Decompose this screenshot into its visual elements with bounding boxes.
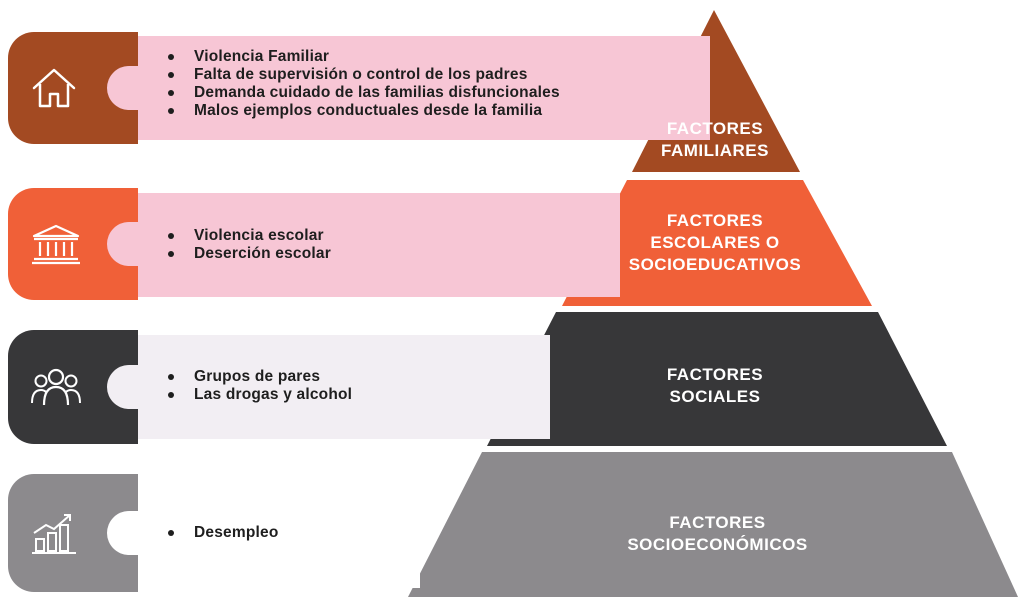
label-line: FACTORES: [666, 365, 764, 384]
pyramid-level-sociales: [487, 312, 947, 446]
tab-socioeconomicos: [8, 474, 139, 592]
familiares-list: Violencia Familiar Falta de supervisión …: [160, 48, 560, 120]
list-item: Las drogas y alcohol: [160, 386, 352, 404]
list-item: Demanda cuidado de las familias disfunci…: [160, 84, 560, 102]
list-item: Desempleo: [160, 524, 279, 542]
label-socioeconomicos: FACTORES SOCIOECONÓMICOS: [600, 512, 835, 556]
tab-familiares: [8, 32, 139, 144]
tab-notch: [107, 511, 139, 555]
list-item: Falta de supervisión o control de los pa…: [160, 66, 560, 84]
tab-notch: [107, 66, 139, 110]
band-socioeconomicos: Desempleo: [120, 478, 420, 588]
label-line: FACTORES: [669, 513, 766, 532]
tab-sociales: [8, 330, 139, 444]
band-sociales: Grupos de pares Las drogas y alcohol: [120, 335, 550, 439]
pyramid-level-socioeconomicos: [408, 452, 1018, 597]
sociales-list: Grupos de pares Las drogas y alcohol: [160, 368, 352, 404]
label-line: SOCIALES: [669, 387, 761, 406]
label-line: FACTORES: [666, 211, 764, 230]
socioeconomicos-list: Desempleo: [160, 524, 279, 542]
label-familiares: FACTORES FAMILIARES: [640, 118, 790, 162]
band-escolares: Violencia escolar Deserción escolar: [120, 193, 620, 297]
list-item: Grupos de pares: [160, 368, 352, 386]
growth-chart-icon: [32, 514, 76, 554]
label-sociales: FACTORES SOCIALES: [620, 364, 810, 408]
label-escolares: FACTORES ESCOLARES O SOCIOEDUCATIVOS: [600, 210, 830, 276]
school-building-icon: [32, 224, 80, 265]
label-line: SOCIOEDUCATIVOS: [628, 255, 802, 274]
pyramid-level-escolares: [562, 180, 872, 306]
label-line: FAMILIARES: [661, 141, 769, 160]
list-item: Malos ejemplos conductuales desde la fam…: [160, 102, 560, 120]
label-line: ESCOLARES O: [650, 233, 780, 252]
tab-notch: [107, 365, 139, 409]
label-line: FACTORES: [666, 119, 764, 138]
escolares-list: Violencia escolar Deserción escolar: [160, 227, 331, 263]
label-line: SOCIOECONÓMICOS: [627, 535, 808, 554]
tab-escolares: [8, 188, 139, 300]
list-item: Violencia Familiar: [160, 48, 560, 66]
list-item: Violencia escolar: [160, 227, 331, 245]
band-familiares: Violencia Familiar Falta de supervisión …: [120, 36, 710, 140]
tab-notch: [107, 222, 139, 266]
house-icon: [32, 68, 76, 108]
list-item: Deserción escolar: [160, 245, 331, 263]
people-group-icon: [31, 368, 81, 406]
